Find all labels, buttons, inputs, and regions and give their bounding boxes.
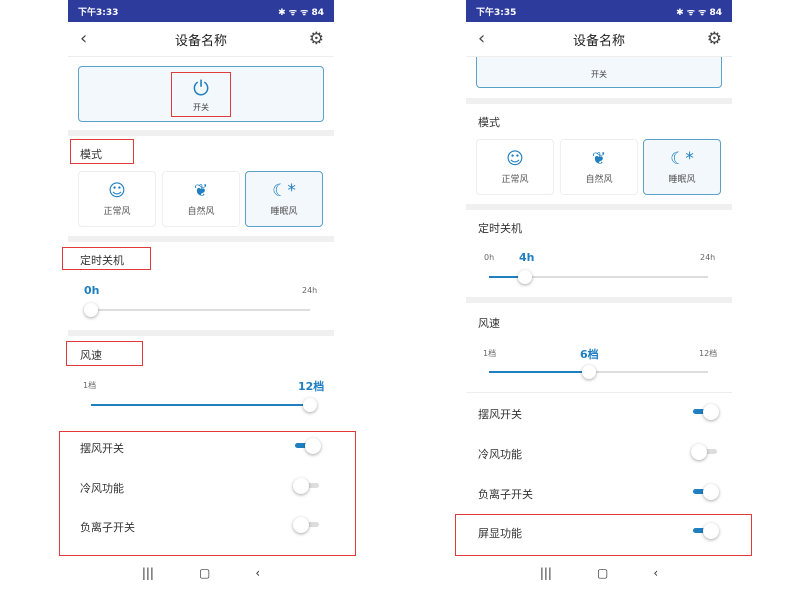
status-icons: ✱ ᯤ ᯤ 84 bbox=[278, 8, 324, 18]
gear-icon[interactable]: ⚙ bbox=[706, 29, 722, 49]
speed-label: 风速 bbox=[478, 317, 500, 330]
slider-thumb[interactable] bbox=[582, 365, 596, 379]
timer-max: 24h bbox=[302, 286, 318, 295]
phone-screen-left: 下午3:33 ✱ ᯤ ᯤ 84 设备名称 ‹ ⚙ ⏻ 开关 模式 ☺ 正常风 ❦ 自然… bbox=[68, 0, 334, 593]
speed-min: 1档 bbox=[483, 349, 497, 358]
cool-toggle[interactable] bbox=[691, 444, 719, 460]
timer-value: 4h bbox=[519, 251, 535, 264]
timer-slider[interactable] bbox=[489, 270, 708, 284]
speed-value: 12档 bbox=[298, 380, 325, 393]
toggle-label: 摆风开关 bbox=[478, 408, 522, 421]
moon-stars-icon: ☾* bbox=[272, 180, 296, 201]
mode-label-text: 睡眠风 bbox=[270, 206, 298, 217]
phone-screen-right: 开关 下午3:35✱ ᯤ ᯤ 84 设备名称 ‹ ⚙ 模式 ☺正常风 ❦自然风 … bbox=[466, 0, 732, 593]
mode-normal[interactable]: ☺ 正常风 bbox=[476, 139, 554, 195]
cool-toggle[interactable] bbox=[293, 478, 321, 494]
mode-natural[interactable]: ❦ 自然风 bbox=[162, 171, 240, 227]
annotation-box-mode bbox=[70, 139, 134, 164]
mode-normal[interactable]: ☺ 正常风 bbox=[78, 171, 156, 227]
toggle-label: 冷风功能 bbox=[478, 448, 522, 461]
mode-natural[interactable]: ❦ 自然风 bbox=[560, 139, 638, 195]
toggle-label: 负离子开关 bbox=[478, 488, 533, 501]
timer-slider[interactable] bbox=[84, 303, 310, 317]
home-button[interactable]: ▢ bbox=[596, 566, 609, 580]
speed-slider[interactable] bbox=[91, 398, 317, 412]
mode-label: 模式 bbox=[478, 116, 500, 129]
annotation-box-display bbox=[455, 514, 752, 556]
slider-thumb[interactable] bbox=[518, 270, 532, 284]
back-button[interactable]: ‹ bbox=[80, 28, 88, 49]
timer-min: 0h bbox=[484, 253, 495, 262]
recent-apps-button[interactable]: ||| bbox=[141, 566, 154, 580]
nav-back-button[interactable]: ‹ bbox=[255, 566, 261, 580]
slider-thumb[interactable] bbox=[84, 303, 98, 317]
leaf-icon: ❦ bbox=[591, 148, 607, 169]
toggle-label: 负离子开关 bbox=[80, 521, 135, 534]
slider-fill bbox=[91, 404, 310, 406]
annotation-box-speed bbox=[66, 341, 143, 366]
swing-toggle[interactable] bbox=[691, 404, 719, 420]
display-toggle[interactable] bbox=[691, 523, 719, 539]
mode-label: 模式 bbox=[80, 148, 102, 161]
power-card[interactable] bbox=[78, 66, 324, 122]
annotation-box-power bbox=[171, 72, 231, 117]
mode-sleep[interactable]: ☾* 睡眠风 bbox=[643, 139, 721, 195]
swing-toggle[interactable] bbox=[293, 438, 321, 454]
status-time: 下午3:35 bbox=[476, 8, 517, 18]
mode-label-text: 正常风 bbox=[103, 206, 131, 217]
mode-label-text: 正常风 bbox=[501, 174, 529, 185]
ion-toggle[interactable] bbox=[691, 484, 719, 500]
slider-fill bbox=[489, 276, 525, 278]
status-bar: 下午3:35 ✱ ᯤ ᯤ 84 bbox=[466, 0, 732, 22]
timer-label: 定时关机 bbox=[478, 222, 522, 235]
leaf-icon: ❦ bbox=[193, 180, 209, 201]
page-title: 设备名称 bbox=[68, 22, 334, 57]
page-title: 设备名称 bbox=[466, 22, 732, 57]
smile-icon: ☺ bbox=[108, 180, 126, 201]
back-button[interactable]: ‹ bbox=[478, 28, 486, 49]
system-nav: ||| ▢ ‹ bbox=[466, 566, 732, 580]
nav-back-button[interactable]: ‹ bbox=[653, 566, 659, 580]
mode-label-text: 自然风 bbox=[187, 206, 215, 217]
gear-icon[interactable]: ⚙ bbox=[308, 29, 324, 49]
timer-label: 定时关机 bbox=[80, 254, 124, 267]
divider bbox=[68, 330, 334, 336]
divider bbox=[466, 392, 732, 393]
home-button[interactable]: ▢ bbox=[198, 566, 211, 580]
timer-max: 24h bbox=[700, 253, 716, 262]
divider bbox=[466, 98, 732, 104]
slider-fill bbox=[489, 371, 589, 373]
speed-value: 6档 bbox=[580, 348, 599, 361]
ion-toggle[interactable] bbox=[293, 517, 321, 533]
moon-stars-icon: ☾* bbox=[670, 148, 694, 169]
speed-max: 12档 bbox=[699, 349, 718, 358]
annotation-box-timer bbox=[62, 247, 151, 270]
speed-slider[interactable] bbox=[489, 365, 708, 379]
divider bbox=[68, 130, 334, 136]
mode-label-text: 睡眠风 bbox=[668, 174, 696, 185]
mode-label-text: 自然风 bbox=[585, 174, 613, 185]
divider bbox=[466, 204, 732, 210]
toggle-label: 摆风开关 bbox=[80, 442, 124, 455]
power-label: 开关 bbox=[193, 103, 209, 112]
speed-label: 风速 bbox=[80, 349, 102, 362]
recent-apps-button[interactable]: ||| bbox=[539, 566, 552, 580]
power-icon[interactable]: ⏻ bbox=[193, 76, 209, 100]
divider bbox=[68, 236, 334, 242]
slider-thumb[interactable] bbox=[303, 398, 317, 412]
timer-value: 0h bbox=[84, 284, 100, 297]
status-bar: 下午3:33 ✱ ᯤ ᯤ 84 bbox=[68, 0, 334, 22]
mode-sleep[interactable]: ☾* 睡眠风 bbox=[245, 171, 323, 227]
annotation-box-toggles bbox=[59, 431, 356, 556]
speed-min: 1档 bbox=[83, 381, 97, 390]
status-icons: ✱ ᯤ ᯤ 84 bbox=[676, 8, 722, 18]
toggle-label: 屏显功能 bbox=[478, 527, 522, 540]
divider bbox=[466, 297, 732, 303]
power-label: 开关 bbox=[591, 70, 607, 79]
smile-icon: ☺ bbox=[506, 148, 524, 169]
toggle-label: 冷风功能 bbox=[80, 482, 124, 495]
system-nav: ||| ▢ ‹ bbox=[68, 566, 334, 580]
status-time: 下午3:33 bbox=[78, 8, 119, 18]
